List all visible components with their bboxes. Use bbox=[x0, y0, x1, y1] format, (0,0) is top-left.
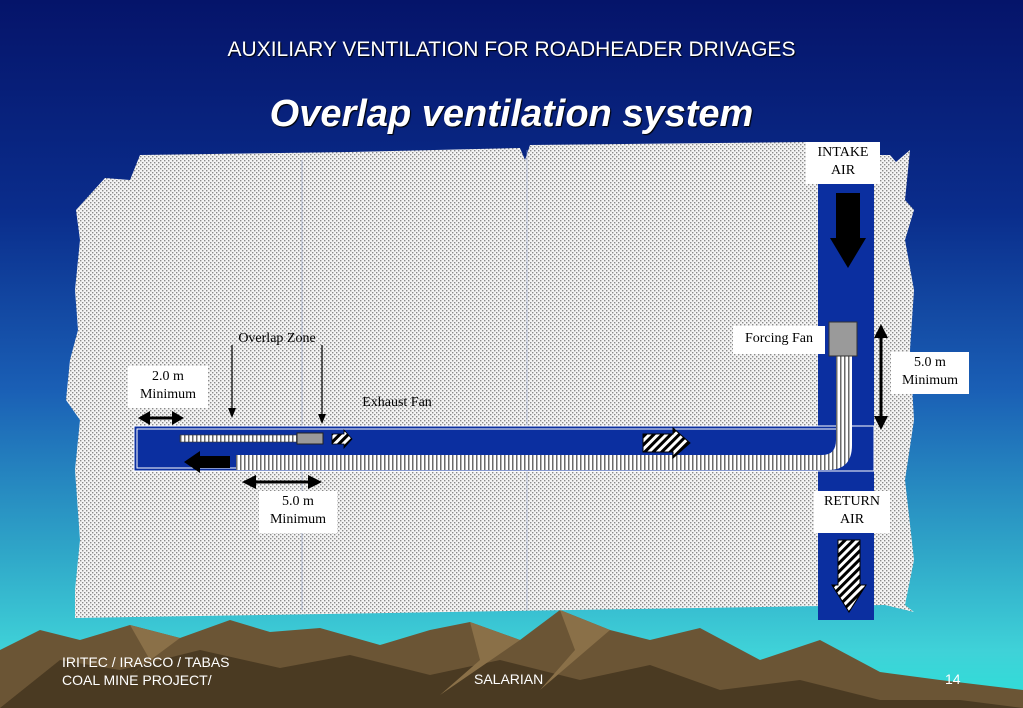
dim-right-value: 5.0 m bbox=[914, 355, 946, 370]
dim-right-note: Minimum bbox=[901, 373, 958, 388]
dim-left-label: 2.0 m Minimum bbox=[128, 366, 208, 408]
dim-left-note: Minimum bbox=[139, 387, 196, 402]
dim-right-label: 5.0 m Minimum bbox=[891, 352, 969, 394]
dim-right-arrow-icon bbox=[874, 324, 888, 430]
dim-bottom-note: Minimum bbox=[269, 512, 326, 527]
return-air-label-line2: AIR bbox=[839, 512, 865, 527]
mountain-range bbox=[0, 610, 1023, 708]
dim-bottom-arrow-icon bbox=[242, 475, 322, 489]
intake-air-label: INTAKE AIR bbox=[806, 142, 880, 184]
exhaust-fan bbox=[296, 432, 324, 445]
overlap-zone-label: Overlap Zone bbox=[238, 331, 316, 346]
forcing-duct bbox=[236, 355, 852, 470]
forcing-fan bbox=[828, 321, 858, 357]
return-air-label: RETURN AIR bbox=[814, 491, 890, 533]
intake-air-label-line2: AIR bbox=[830, 163, 856, 178]
forcing-fan-label: Forcing Fan bbox=[733, 326, 825, 354]
exhaust-outlet-arrow-icon bbox=[331, 428, 353, 450]
slide-subtitle: Overlap ventilation system bbox=[269, 93, 754, 135]
exhaust-flow-arrow-icon bbox=[642, 426, 691, 460]
page-number: 14 bbox=[945, 671, 961, 687]
forcing-flow-arrow-icon bbox=[184, 451, 230, 473]
exhaust-duct bbox=[179, 434, 299, 443]
footer-project: IRITEC / IRASCO / TABAS COAL MINE PROJEC… bbox=[62, 653, 230, 689]
dim-bottom-label: 5.0 m Minimum bbox=[259, 491, 337, 533]
footer-project-line1: IRITEC / IRASCO / TABAS bbox=[62, 654, 230, 670]
return-arrow-icon bbox=[831, 539, 867, 613]
intake-arrow-icon bbox=[830, 193, 866, 268]
return-air-label-line1: RETURN bbox=[824, 494, 880, 509]
dim-left-value: 2.0 m bbox=[152, 369, 184, 384]
footer-project-line2: COAL MINE PROJECT/ bbox=[62, 672, 212, 688]
slide-title: AUXILIARY VENTILATION FOR ROADHEADER DRI… bbox=[227, 38, 796, 61]
dim-left-arrow-icon bbox=[138, 411, 184, 425]
exhaust-fan-label: Exhaust Fan bbox=[362, 395, 432, 410]
intake-air-label-line1: INTAKE bbox=[817, 145, 869, 160]
footer-author: SALARIAN bbox=[474, 671, 544, 687]
dim-bottom-value: 5.0 m bbox=[282, 494, 314, 509]
